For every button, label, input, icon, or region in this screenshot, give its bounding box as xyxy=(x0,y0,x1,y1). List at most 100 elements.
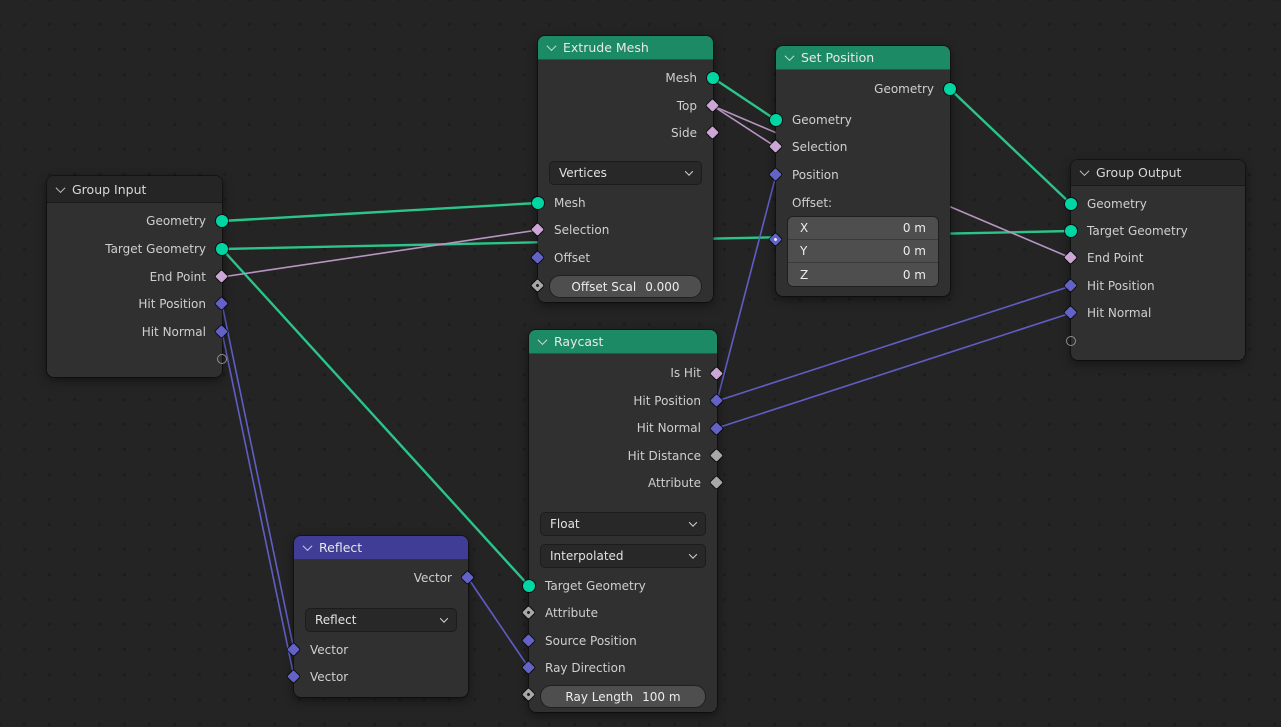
collapse-chevron-icon[interactable] xyxy=(547,41,557,51)
output-label: Hit Normal xyxy=(637,418,701,438)
node-group-input[interactable]: Group Input Geometry Target Geometry End… xyxy=(47,176,222,377)
input-label: Ray Direction xyxy=(545,658,626,678)
socket-target-geometry-output[interactable] xyxy=(216,243,228,255)
input-label: Position xyxy=(792,165,839,185)
node-header[interactable]: Group Input xyxy=(47,176,222,203)
collapse-chevron-icon[interactable] xyxy=(1080,166,1090,176)
input-label: End Point xyxy=(1087,248,1143,268)
node-set-position[interactable]: Set Position Geometry Geometry Selection… xyxy=(776,46,950,296)
output-label: Geometry xyxy=(874,79,934,99)
socket-mesh-output[interactable] xyxy=(707,72,719,84)
field-value: 0.000 xyxy=(645,280,679,294)
node-header[interactable]: Extrude Mesh xyxy=(538,36,713,60)
socket-geometry-output[interactable] xyxy=(944,83,956,95)
input-label: Target Geometry xyxy=(545,576,646,596)
node-reflect[interactable]: Reflect Vector Reflect Vector Vector xyxy=(294,536,468,697)
interpolation-dropdown[interactable]: Interpolated xyxy=(541,545,705,567)
socket-target-geometry-input[interactable] xyxy=(523,580,535,592)
input-label: Hit Normal xyxy=(1087,303,1151,323)
socket-virtual-input[interactable] xyxy=(1066,336,1076,346)
wire-extrude-mesh.top-to-set-position.selection xyxy=(713,106,776,147)
node-header[interactable]: Reflect xyxy=(294,536,468,560)
wire-raycast.hit-position-to-set-position.position xyxy=(717,175,776,401)
node-header[interactable]: Set Position xyxy=(776,46,950,70)
node-title: Raycast xyxy=(554,334,603,349)
field-label: Ray Length xyxy=(565,690,633,704)
output-label: End Point xyxy=(150,267,206,287)
wire-group-input.end-point-to-extrude-mesh.selection xyxy=(222,230,538,277)
input-label: Vector xyxy=(310,667,348,687)
node-header[interactable]: Raycast xyxy=(529,330,717,354)
chevron-down-icon xyxy=(685,167,693,175)
node-header[interactable]: Group Output xyxy=(1071,160,1245,186)
input-label: Hit Position xyxy=(1087,276,1155,296)
field-value: 100 m xyxy=(642,690,680,704)
input-label: Offset xyxy=(554,248,590,268)
socket-target-geometry-input[interactable] xyxy=(1065,225,1077,237)
collapse-chevron-icon[interactable] xyxy=(56,183,66,193)
node-title: Extrude Mesh xyxy=(563,40,649,55)
output-label: Hit Normal xyxy=(142,322,206,342)
input-label: Selection xyxy=(792,137,847,157)
dropdown-value: Float xyxy=(550,517,580,531)
wire-reflect.vector-to-raycast.ray-direction xyxy=(468,578,529,668)
output-label: Hit Position xyxy=(633,391,701,411)
offset-y-field[interactable]: Y 0 m xyxy=(788,240,938,263)
offset-x-field[interactable]: X 0 m xyxy=(788,217,938,240)
socket-geometry-output[interactable] xyxy=(216,215,228,227)
socket-geometry-input[interactable] xyxy=(770,114,782,126)
wire-raycast.hit-normal-to-group-output.hit-normal xyxy=(717,313,1071,428)
dropdown-value: Reflect xyxy=(315,613,356,627)
output-label: Attribute xyxy=(648,473,701,493)
axis-label: X xyxy=(800,221,903,235)
output-label: Target Geometry xyxy=(105,239,206,259)
collapse-chevron-icon[interactable] xyxy=(538,335,548,345)
wire-group-input.hit-normal-to-reflect.vector-2 xyxy=(222,332,294,677)
offset-z-field[interactable]: Z 0 m xyxy=(788,263,938,286)
output-label: Vector xyxy=(414,568,452,588)
node-raycast[interactable]: Raycast Is Hit Hit Position Hit Normal H… xyxy=(529,330,717,712)
node-title: Reflect xyxy=(319,540,362,555)
data-type-dropdown[interactable]: Float xyxy=(541,513,705,535)
chevron-down-icon xyxy=(689,518,697,526)
node-extrude-mesh[interactable]: Extrude Mesh Mesh Top Side Vertices Mesh… xyxy=(538,36,713,302)
ray-length-field[interactable]: Ray Length 100 m xyxy=(541,686,705,707)
node-title: Group Input xyxy=(72,182,146,197)
output-label: Top xyxy=(677,96,697,116)
output-label: Geometry xyxy=(146,211,206,231)
output-label: Hit Position xyxy=(138,294,206,314)
axis-label: Y xyxy=(800,244,903,258)
node-group-output[interactable]: Group Output Geometry Target Geometry En… xyxy=(1071,160,1245,360)
offset-scale-field[interactable]: Offset Scal 0.000 xyxy=(550,276,701,297)
chevron-down-icon xyxy=(689,550,697,558)
wire-group-input.geometry-to-extrude-mesh.mesh xyxy=(222,203,538,221)
extrude-mode-dropdown[interactable]: Vertices xyxy=(550,162,701,184)
socket-geometry-input[interactable] xyxy=(1065,198,1077,210)
field-label: Offset Scal xyxy=(571,280,636,294)
axis-value: 0 m xyxy=(903,268,926,282)
axis-label: Z xyxy=(800,268,903,282)
input-label: Geometry xyxy=(792,110,852,130)
offset-section-label: Offset: xyxy=(792,193,832,213)
input-label: Vector xyxy=(310,640,348,660)
socket-virtual-output[interactable] xyxy=(217,354,227,364)
output-label: Mesh xyxy=(665,68,697,88)
collapse-chevron-icon[interactable] xyxy=(303,541,313,551)
output-label: Side xyxy=(671,123,697,143)
input-label: Selection xyxy=(554,220,609,240)
node-title: Set Position xyxy=(801,50,874,65)
chevron-down-icon xyxy=(440,614,448,622)
dropdown-value: Vertices xyxy=(559,166,607,180)
axis-value: 0 m xyxy=(903,221,926,235)
collapse-chevron-icon[interactable] xyxy=(785,51,795,61)
operation-dropdown[interactable]: Reflect xyxy=(306,609,456,631)
output-label: Hit Distance xyxy=(628,446,701,466)
node-title: Group Output xyxy=(1096,165,1181,180)
input-label: Geometry xyxy=(1087,194,1147,214)
offset-vector-fields: X 0 m Y 0 m Z 0 m xyxy=(788,217,938,286)
wire-raycast.hit-position-to-group-output.hit-position xyxy=(717,286,1071,401)
wire-set-position.geometry-to-group-output.geometry xyxy=(950,89,1071,204)
wire-extrude-mesh.mesh-to-set-position.geometry xyxy=(713,78,776,120)
socket-mesh-input[interactable] xyxy=(532,197,544,209)
